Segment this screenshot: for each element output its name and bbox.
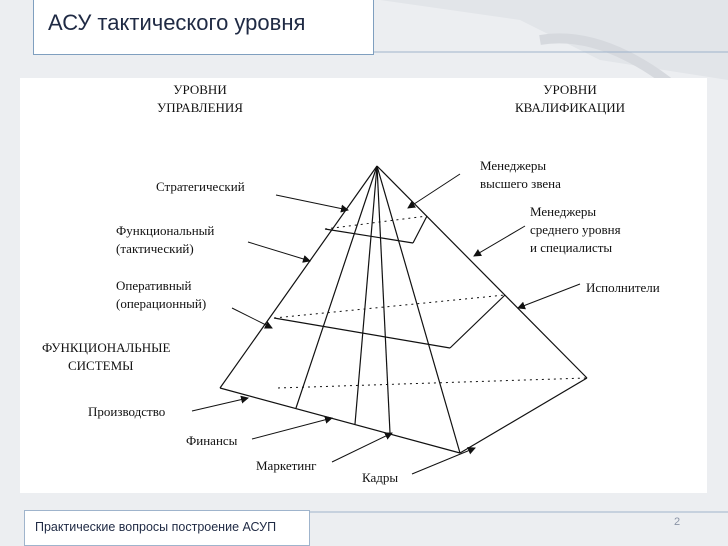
footer-text: Практические вопросы построение АСУП bbox=[35, 520, 277, 534]
label-personnel: Кадры bbox=[362, 470, 398, 485]
arrow-executors bbox=[517, 283, 581, 310]
arrow-functional bbox=[247, 241, 311, 263]
label-executors: Исполнители bbox=[586, 280, 660, 295]
pyramid bbox=[219, 165, 588, 454]
pyramid-hidden-lines bbox=[273, 215, 588, 389]
right-heading-line2: КВАЛИФИКАЦИИ bbox=[515, 100, 625, 115]
functional-systems-heading-2: СИСТЕМЫ bbox=[68, 358, 134, 373]
label-operational-1: Оперативный bbox=[116, 278, 192, 293]
label-middle-managers-2: среднего уровня bbox=[530, 222, 621, 237]
label-top-managers-2: высшего звена bbox=[480, 176, 561, 191]
diagram-panel: УРОВНИ УПРАВЛЕНИЯ УРОВНИ КВАЛИФИКАЦИИ bbox=[20, 78, 707, 493]
label-marketing: Маркетинг bbox=[256, 458, 317, 473]
arrow-top-managers bbox=[407, 173, 461, 209]
arrow-middle-managers bbox=[473, 225, 526, 257]
label-functional-1: Функциональный bbox=[116, 223, 214, 238]
label-middle-managers-1: Менеджеры bbox=[530, 204, 596, 219]
label-operational-2: (операционный) bbox=[116, 296, 206, 311]
label-production: Производство bbox=[88, 404, 165, 419]
arrow-finance bbox=[251, 415, 333, 440]
label-top-managers-1: Менеджеры bbox=[480, 158, 546, 173]
label-finance: Финансы bbox=[186, 433, 238, 448]
left-heading-line1: УРОВНИ bbox=[173, 82, 226, 97]
left-heading-line2: УПРАВЛЕНИЯ bbox=[157, 100, 243, 115]
arrow-strategic bbox=[275, 194, 349, 213]
arrow-production bbox=[191, 395, 249, 412]
label-strategic: Стратегический bbox=[156, 179, 245, 194]
arrow-marketing bbox=[331, 432, 393, 463]
footer-box: Практические вопросы построение АСУП bbox=[24, 510, 310, 546]
label-middle-managers-3: и специалисты bbox=[530, 240, 612, 255]
pyramid-diagram: УРОВНИ УПРАВЛЕНИЯ УРОВНИ КВАЛИФИКАЦИИ bbox=[42, 82, 660, 485]
arrow-personnel bbox=[411, 446, 476, 475]
label-functional-2: (тактический) bbox=[116, 241, 194, 256]
right-heading-line1: УРОВНИ bbox=[543, 82, 596, 97]
page-number: 2 bbox=[674, 516, 681, 528]
slide-title: АСУ тактического уровня bbox=[48, 10, 306, 35]
arrow-operational bbox=[231, 307, 273, 329]
slide-title-box: АСУ тактического уровня bbox=[33, 0, 374, 55]
functional-systems-heading-1: ФУНКЦИОНАЛЬНЫЕ bbox=[42, 340, 170, 355]
